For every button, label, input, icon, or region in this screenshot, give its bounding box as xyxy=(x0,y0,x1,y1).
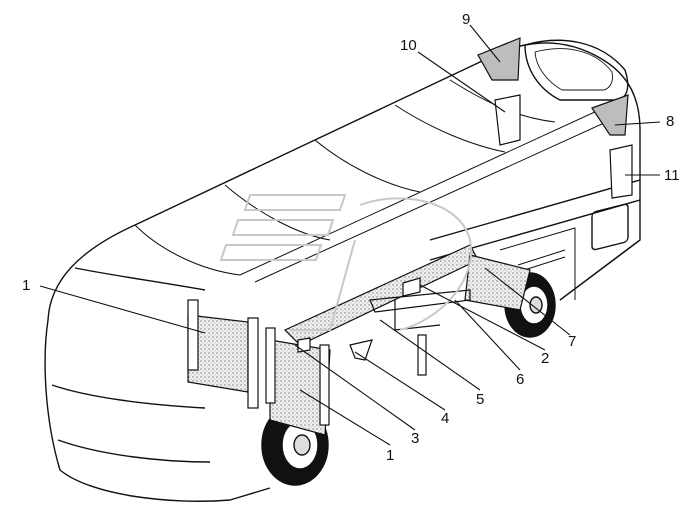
callout-10: 10 xyxy=(400,37,417,54)
callout-9: 9 xyxy=(462,11,470,28)
callout-1-left: 1 xyxy=(22,277,30,294)
callout-5: 5 xyxy=(476,391,484,408)
callout-2: 2 xyxy=(541,350,549,367)
callout-7: 7 xyxy=(568,333,576,350)
bus-body xyxy=(44,39,641,502)
leader-lines xyxy=(39,24,661,446)
callout-3: 3 xyxy=(411,430,419,447)
callout-labels: 1 1 2 3 4 5 6 7 8 9 10 11 xyxy=(22,11,680,464)
watermark xyxy=(219,194,473,331)
callout-4: 4 xyxy=(441,410,449,427)
callout-11: 11 xyxy=(664,167,680,184)
callout-8: 8 xyxy=(666,113,674,130)
callout-6: 6 xyxy=(516,371,524,388)
callout-1-bottom: 1 xyxy=(386,447,394,464)
